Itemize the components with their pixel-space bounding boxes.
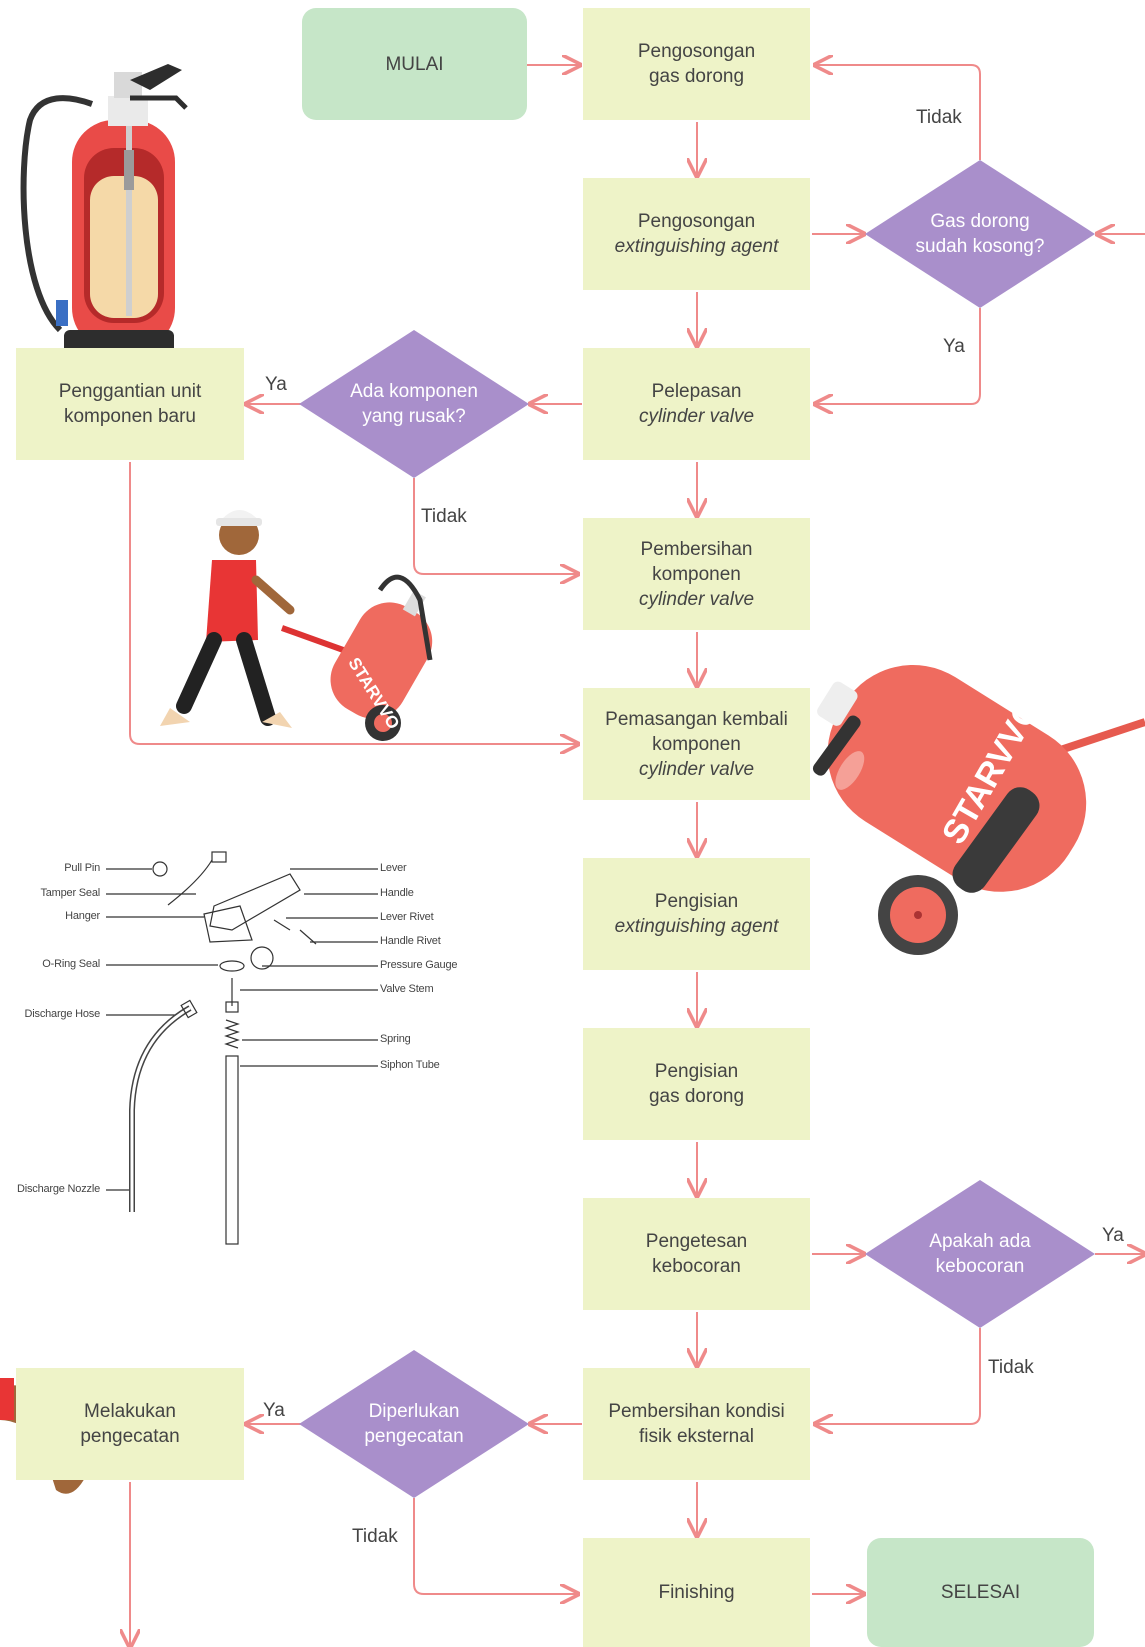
label-d3-no: Tidak bbox=[988, 1357, 1034, 1378]
label-d4-yes: Ya bbox=[263, 1400, 285, 1421]
part-label-lever: Lever bbox=[380, 862, 407, 874]
part-label-spring: Spring bbox=[380, 1033, 411, 1045]
arrow-d1-yes bbox=[815, 308, 981, 404]
arrow-replace-s5 bbox=[129, 462, 578, 744]
extinguisher-icon bbox=[20, 64, 188, 354]
part-label-pull-pin: Pull Pin bbox=[64, 862, 100, 874]
part-label-handle: Handle bbox=[380, 887, 414, 899]
valve-parts-drawing bbox=[106, 851, 378, 1245]
label-d3-yes: Ya bbox=[1102, 1225, 1124, 1246]
end-terminal: SELESAI bbox=[867, 1538, 1094, 1647]
label-d1-no: Tidak bbox=[916, 107, 962, 128]
part-label-handle-rivet: Handle Rivet bbox=[380, 935, 441, 947]
label-d2-yes: Ya bbox=[265, 374, 287, 395]
trolley-extinguisher-icon: STARVVO bbox=[812, 665, 1145, 955]
decision-diamond-d2 bbox=[299, 330, 529, 478]
part-label-hanger: Hanger bbox=[65, 910, 100, 922]
arrow-d4-no bbox=[413, 1498, 578, 1594]
part-label-discharge-nozzle: Discharge Nozzle bbox=[16, 1183, 100, 1195]
part-label-lever-rivet: Lever Rivet bbox=[380, 911, 434, 923]
decision-diamond-d4 bbox=[299, 1350, 529, 1498]
decision-diamond-d3 bbox=[865, 1180, 1095, 1328]
label-d4-no: Tidak bbox=[352, 1526, 398, 1547]
part-label-o-ring-seal: O-Ring Seal bbox=[42, 958, 100, 970]
label-d1-yes: Ya bbox=[943, 336, 965, 357]
arrow-d1-no bbox=[815, 65, 981, 160]
arrow-d2-no bbox=[413, 478, 578, 574]
part-label-tamper-seal: Tamper Seal bbox=[40, 887, 100, 899]
part-label-valve-stem: Valve Stem bbox=[380, 983, 434, 995]
start-terminal: MULAI bbox=[302, 8, 527, 120]
part-label-discharge-hose: Discharge Hose bbox=[24, 1008, 101, 1020]
part-label-siphon-tube: Siphon Tube bbox=[380, 1059, 440, 1071]
arrow-d3-no bbox=[815, 1328, 981, 1424]
label-d2-no: Tidak bbox=[421, 506, 467, 527]
worker-with-trolley-icon: STARVVO bbox=[160, 510, 433, 741]
step-finishing: Finishing bbox=[583, 1538, 810, 1647]
decision-diamond-d1 bbox=[865, 160, 1095, 308]
part-label-pressure-gauge: Pressure Gauge bbox=[380, 959, 458, 971]
